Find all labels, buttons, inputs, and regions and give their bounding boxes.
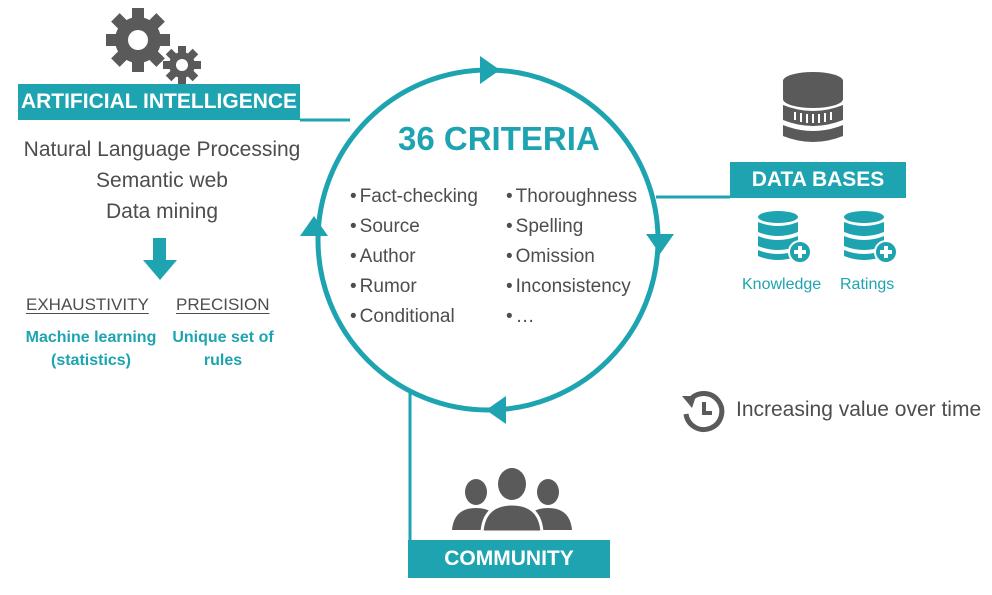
criteria-item: Conditional: [350, 302, 478, 332]
database-plus-icon: [844, 211, 898, 264]
ai-box: ARTIFICIAL INTELLIGENCE: [18, 84, 300, 120]
criteria-list-right: Thoroughness Spelling Omission Inconsist…: [506, 182, 637, 332]
history-clock-icon: [682, 391, 725, 432]
community-box: COMMUNITY: [408, 540, 610, 578]
precision-label: PRECISION: [176, 295, 270, 314]
criteria-item: Fact-checking: [350, 182, 478, 212]
ring-arrow-top: [480, 56, 500, 84]
ai-list: Natural Language Processing Semantic web…: [22, 134, 302, 227]
criteria-item: Thoroughness: [506, 182, 637, 212]
criteria-item: …: [506, 302, 637, 332]
ring-arrow-bottom: [486, 396, 506, 424]
criteria-item: Rumor: [350, 272, 478, 302]
criteria-item: Omission: [506, 242, 637, 272]
precision-detail: Unique set of rules: [168, 326, 278, 372]
exhaustivity-detail: Machine learning (statistics): [22, 326, 160, 372]
criteria-item: Spelling: [506, 212, 637, 242]
detail-line: rules: [203, 352, 243, 369]
databases-title: DATA BASES: [751, 168, 885, 191]
knowledge-label: Knowledge: [742, 276, 822, 293]
community-title: COMMUNITY: [444, 547, 574, 570]
detail-line: (statistics): [50, 352, 132, 369]
criteria-item: Inconsistency: [506, 272, 637, 302]
ai-item: Semantic web: [96, 169, 228, 192]
gears-icon: [106, 8, 201, 84]
ai-title: ARTIFICIAL INTELLIGENCE: [20, 90, 298, 113]
criteria-list-left: Fact-checking Source Author Rumor Condit…: [350, 182, 478, 332]
increasing-value-note: Increasing value over time: [736, 398, 982, 421]
criteria-item: Author: [350, 242, 478, 272]
ring-arrow-left: [300, 216, 328, 236]
criteria-item: Source: [350, 212, 478, 242]
ai-item: Data mining: [105, 200, 219, 223]
databases-box: DATA BASES: [730, 162, 906, 198]
ratings-label: Ratings: [840, 276, 895, 293]
ring-arrow-right: [646, 234, 674, 254]
ai-item: Natural Language Processing: [23, 138, 301, 161]
down-arrow-icon: [143, 238, 177, 280]
database-plus-icon: [758, 211, 812, 264]
detail-line: Machine learning: [25, 329, 157, 346]
detail-line: Unique set of: [172, 329, 274, 346]
community-people-icon: [452, 468, 572, 534]
criteria-title: 36 CRITERIA: [398, 120, 600, 157]
exhaustivity-label: EXHAUSTIVITY: [26, 295, 149, 314]
database-icon: [783, 72, 843, 142]
